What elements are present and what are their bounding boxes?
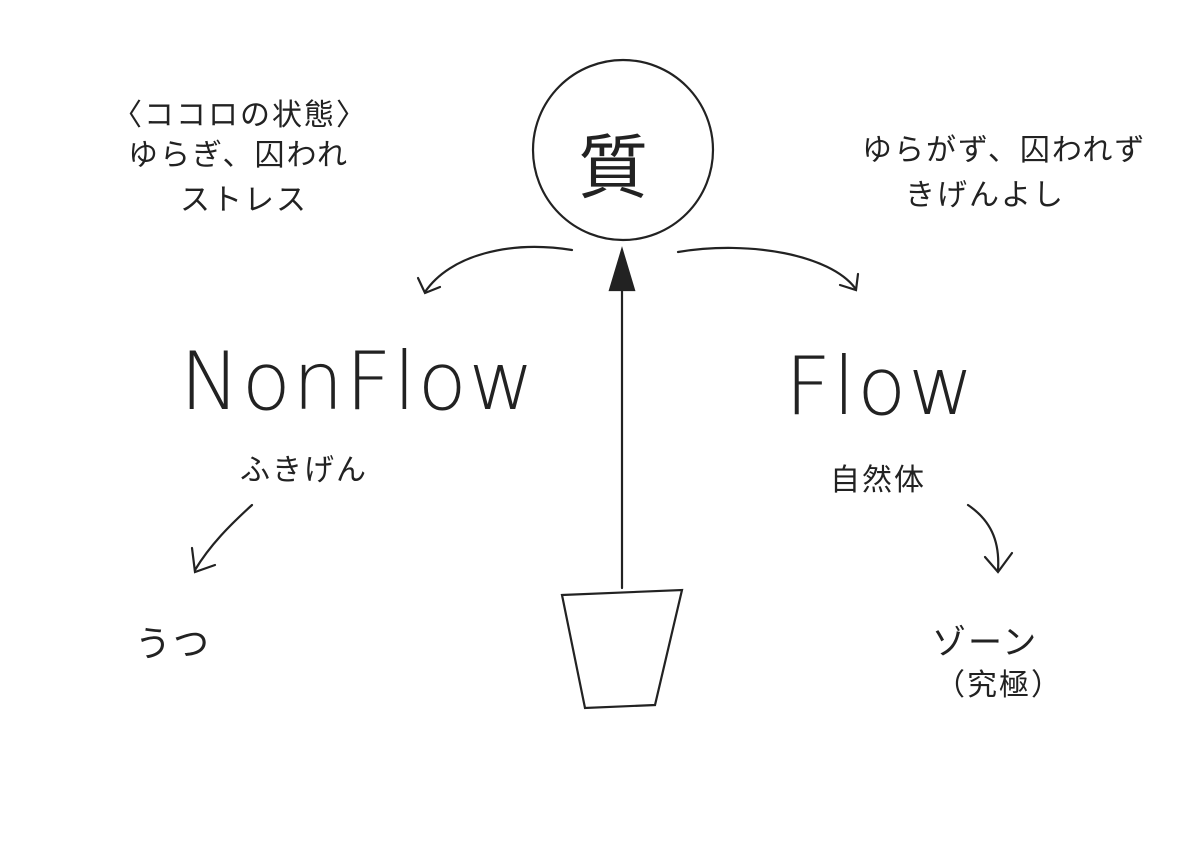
right-state-line1: ゆらがず、囚われず bbox=[862, 133, 1147, 168]
arrow-head-depression bbox=[190, 546, 217, 574]
flow-state: 自然体 bbox=[830, 463, 926, 498]
quality-circle bbox=[531, 58, 715, 242]
arrow-head-nonflow bbox=[416, 276, 442, 295]
flow-title: Flow bbox=[785, 340, 976, 433]
quality-label: 質 bbox=[578, 127, 648, 209]
left-state-line1: ゆらぎ、囚われ bbox=[128, 138, 349, 173]
left-state-line2: ストレス bbox=[180, 183, 308, 218]
nonflow-title: NonFlow bbox=[180, 335, 537, 428]
mind-state-heading: 〈ココロの状態〉 bbox=[112, 98, 368, 133]
arrow-head-flow bbox=[838, 272, 860, 292]
arrow-to-flow bbox=[676, 246, 857, 290]
arrow-head-zone bbox=[983, 551, 1014, 574]
nonflow-result: うつ bbox=[135, 624, 212, 665]
arrow-to-zone bbox=[966, 503, 1000, 572]
flow-result-note: （究極） bbox=[935, 668, 1063, 703]
arrow-to-depression bbox=[193, 503, 254, 572]
vertical-arrow-head bbox=[608, 246, 636, 292]
arrow-to-nonflow bbox=[423, 245, 574, 294]
flow-result: ゾーン bbox=[932, 623, 1039, 663]
flower-pot bbox=[560, 588, 684, 710]
nonflow-state: ふきげん bbox=[240, 453, 368, 488]
right-state-line2: きげんよし bbox=[905, 178, 1065, 213]
